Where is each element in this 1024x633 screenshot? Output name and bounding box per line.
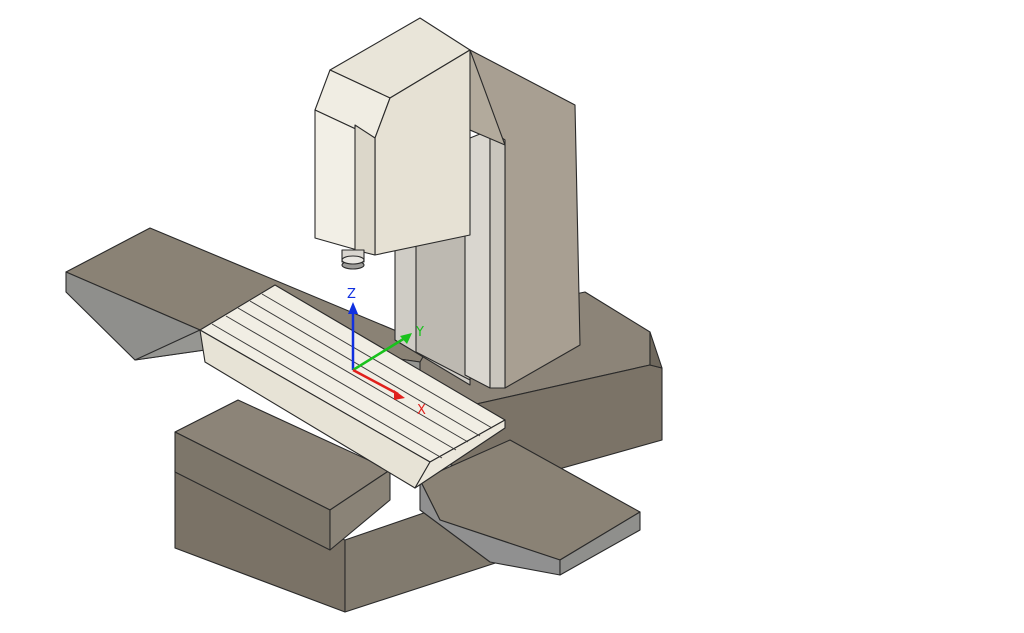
y-axis: Y [352,325,424,372]
machine-column[interactable] [394,39,581,389]
z-axis-label: Z [347,287,356,302]
y-axis-label: Y [415,325,424,340]
spindle-nose [341,249,365,270]
t-slots [211,293,493,459]
spindle-head[interactable] [314,17,471,256]
z-axis: Z [347,287,358,370]
x-axis-label: X [417,403,426,418]
work-table[interactable] [199,284,506,489]
coordinate-triad: Z Y X [347,287,426,418]
x-axis: X [352,368,426,418]
